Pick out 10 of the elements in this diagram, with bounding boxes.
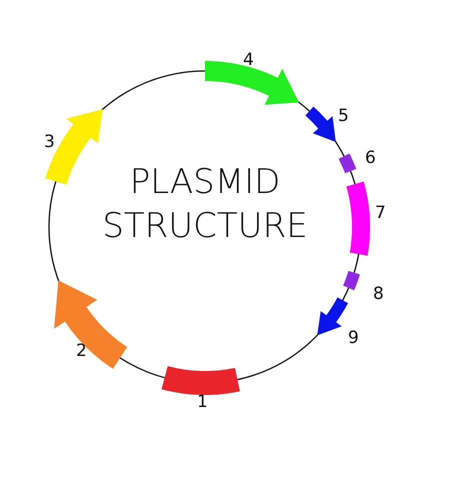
callout-number: 9: [348, 330, 359, 347]
callout-number: 5: [338, 108, 349, 125]
callout-number: 4: [243, 52, 254, 69]
callout-number: 7: [375, 205, 386, 222]
callout-number: 8: [373, 286, 384, 303]
title: PLASMID STRUCTURE: [101, 161, 309, 248]
callout-number: 6: [365, 150, 376, 167]
callout-number: 1: [197, 394, 208, 411]
callout-number: 3: [44, 134, 55, 151]
callout-number: 2: [76, 343, 87, 360]
